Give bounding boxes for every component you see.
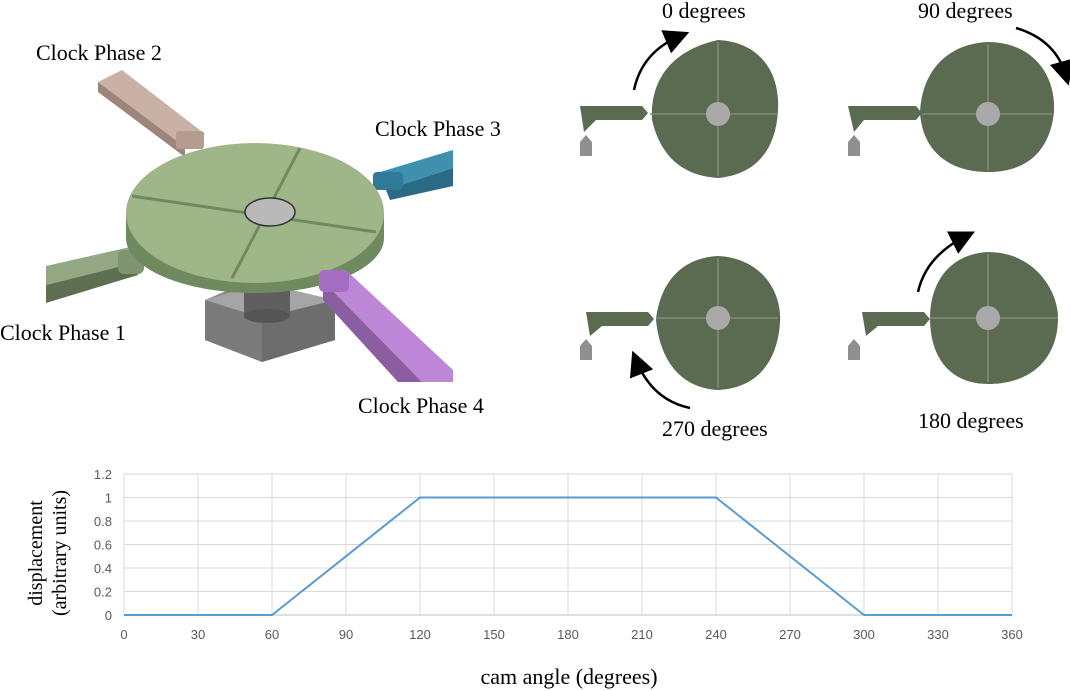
x-tick-label: 30 (191, 627, 205, 642)
cam-panel-270: 270 degrees (580, 256, 781, 441)
y-tick-label: 0.6 (94, 538, 112, 553)
cam-panel-0: 0 degrees (580, 0, 779, 178)
assembly-3d: Clock Phase 2 Clock Phase 3 Clock Phase … (0, 40, 501, 418)
cam-follower (580, 312, 654, 360)
label-clock-phase-1: Clock Phase 1 (0, 320, 126, 345)
cam-label-270: 270 degrees (662, 416, 768, 441)
label-clock-phase-4: Clock Phase 4 (358, 393, 484, 418)
cam-panel-90: 90 degrees (848, 0, 1070, 172)
rotation-arrow-icon (916, 231, 975, 293)
cam-label-0: 0 degrees (662, 0, 746, 23)
x-tick-label: 150 (483, 627, 505, 642)
cam-follower (848, 312, 930, 360)
y-tick-label: 0.8 (94, 514, 112, 529)
cam-label-90: 90 degrees (918, 0, 1013, 23)
y-tick-label: 1 (105, 491, 112, 506)
displacement-chart: 0 0.2 0.4 0.6 0.8 1 1.2 0 30 60 90 120 150 180 210 240… (25, 467, 1023, 689)
y-tick-label: 0.4 (94, 561, 112, 576)
x-tick-labels: 0 30 60 90 120 150 180 210 240 270 300 330 360 (120, 627, 1022, 642)
y-axis-label: displacement (arbitrary units) (25, 490, 71, 616)
y-axis-label-line-2: (arbitrary units) (49, 490, 71, 616)
rotation-arrow-icon (629, 350, 691, 410)
rotation-arrow-icon (632, 30, 690, 91)
x-tick-label: 360 (1001, 627, 1023, 642)
x-tick-label: 210 (631, 627, 653, 642)
arm-phase-2 (98, 70, 205, 157)
y-tick-label: 0.2 (94, 585, 112, 600)
base-block (205, 283, 335, 362)
x-tick-label: 120 (409, 627, 431, 642)
y-tick-labels: 0 0.2 0.4 0.6 0.8 1 1.2 (94, 467, 112, 623)
arm-phase-3 (373, 150, 453, 200)
x-tick-label: 0 (120, 627, 127, 642)
y-tick-label: 0 (105, 608, 112, 623)
x-tick-label: 330 (927, 627, 949, 642)
cam-follower (848, 106, 922, 156)
arm-phase-4 (319, 270, 453, 382)
x-tick-label: 180 (557, 627, 579, 642)
label-clock-phase-2: Clock Phase 2 (36, 40, 162, 65)
x-tick-label: 300 (853, 627, 875, 642)
x-tick-label: 270 (779, 627, 801, 642)
y-axis-label-line-1: displacement (25, 500, 47, 606)
x-tick-label: 240 (705, 627, 727, 642)
cam-label-180: 180 degrees (918, 408, 1024, 433)
y-tick-label: 1.2 (94, 467, 112, 482)
cam-panel-180: 180 degrees (848, 231, 1058, 433)
label-clock-phase-3: Clock Phase 3 (375, 116, 501, 141)
x-axis-label: cam angle (degrees) (480, 664, 657, 689)
rotation-arrow-icon (1015, 26, 1070, 86)
cam-follower (580, 106, 648, 156)
x-tick-label: 60 (265, 627, 279, 642)
series-line (124, 496, 1012, 616)
x-tick-label: 90 (339, 627, 353, 642)
arm-phase-1 (46, 247, 144, 303)
